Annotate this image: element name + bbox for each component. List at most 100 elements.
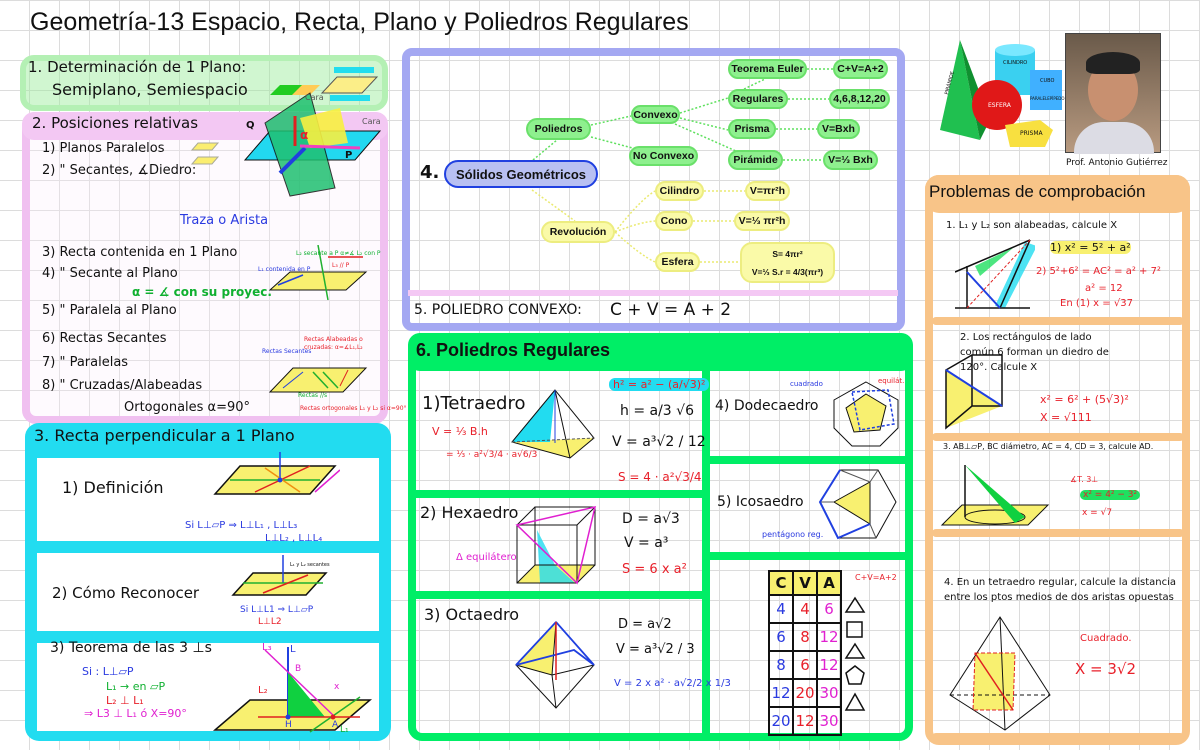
tetra-volume-def: V = ⅓ B.h <box>432 425 488 438</box>
cell-c: 20 <box>768 706 794 736</box>
mindmap-connectors <box>531 68 833 263</box>
cell-v: 12 <box>792 706 818 736</box>
pentagon-icon <box>845 665 865 685</box>
node-cilindro: Cilindro <box>655 181 704 201</box>
node-regulares-values: 4,6,8,12,20 <box>829 89 890 109</box>
section-2-heading: 2. Posiciones relativas <box>32 114 199 132</box>
node-euler-formula: C+V=A+2 <box>833 59 888 79</box>
node-piramide: Pirámide <box>728 150 783 170</box>
triangle-icon <box>844 692 866 711</box>
euler-note: C+V=A+2 <box>855 573 897 582</box>
header-vertices: V <box>792 570 818 596</box>
section-determinacion-plano <box>20 55 388 111</box>
cell-a: 30 <box>816 678 842 708</box>
hexa-volume: V = a³ <box>624 535 669 551</box>
node-piramide-formula: V=⅓ Bxh <box>823 150 878 170</box>
item-rectas-paralelas: 7) " Paralelas <box>42 355 129 370</box>
semiplano-diagram <box>270 67 379 101</box>
teorema-L2-label: L₂ <box>258 685 268 696</box>
node-cono: Cono <box>655 211 693 231</box>
problem-3-eq: x² = 4² − 3² <box>1080 490 1141 500</box>
definicion-label: 1) Definición <box>62 478 164 497</box>
teorema-line-4: ⇒ L3 ⊥ L₁ ó X=90° <box>84 707 187 720</box>
secantes-note: L₁ y L₂ secantes <box>290 562 330 568</box>
presenter-caption: Prof. Antonio Gutiérrez <box>1066 158 1168 168</box>
triangle-icon <box>844 596 866 613</box>
poliedro-convexo-formula: C + V = A + 2 <box>610 300 732 320</box>
hexaedro-diagram <box>515 505 597 585</box>
cell-c: 4 <box>768 594 794 624</box>
page-title: Geometría-13 Espacio, Recta, Plano y Pol… <box>30 8 689 36</box>
teorema-L-label: L <box>290 644 296 655</box>
teorema-B-label: B <box>295 664 302 674</box>
cell-c: 6 <box>768 622 794 652</box>
teorema-line-2: L₁ → en ▱P <box>106 680 166 693</box>
solids-illustration <box>940 40 1062 147</box>
esfera-area-formula: S= 4πr² <box>772 248 803 259</box>
definicion-diagram <box>213 452 340 495</box>
teorema-H-label: H <box>285 720 292 730</box>
plane-p-label: P <box>345 150 353 161</box>
tetra-surface: S = 4 · a²√3/4 <box>618 470 702 484</box>
equilatero-note: Δ equilátero <box>456 552 517 563</box>
l2-secante-label: L₂ secante a P α≠∡ L₂ con P <box>296 250 381 257</box>
teorema-x-label: x <box>334 682 340 692</box>
problem-1-eq-1: 1) x² = 5² + a² <box>1050 241 1131 254</box>
node-revolucion: Revolución <box>541 221 615 243</box>
dodecaedro-label: 4) Dodecaedro <box>715 398 819 414</box>
node-prisma-formula: V=Bxh <box>817 119 860 139</box>
section-recta-perpendicular <box>25 423 391 741</box>
hexa-surface: S = 6 x a² <box>622 562 687 577</box>
divider <box>932 529 1184 537</box>
tetra-height: h = a/3 √6 <box>620 403 694 419</box>
problem-1-eq-3: a² = 12 <box>1085 283 1123 294</box>
divider <box>705 456 910 464</box>
parallel-planes-icon <box>190 142 220 165</box>
octaedro-diagram <box>515 621 595 709</box>
node-solidos-geometricos: Sólidos Geométricos <box>444 160 598 188</box>
pentagono-note: pentágono reg. <box>762 530 824 539</box>
divider <box>705 552 910 560</box>
divider <box>932 317 1184 325</box>
divider <box>412 490 702 498</box>
problem-2-diagram <box>945 354 1003 430</box>
problem-1-answer: En (1) x = √37 <box>1060 298 1133 309</box>
section-1-subtitle: Semiplano, Semiespacio <box>52 80 248 99</box>
problemas-band <box>925 175 1190 213</box>
node-esfera: Esfera <box>655 252 700 272</box>
cell-a: 12 <box>816 650 842 680</box>
problem-3-diagram <box>940 465 1050 526</box>
problem-1-eq-2: 2) 5²+6² = AC² = a² + 7² <box>1036 266 1161 277</box>
diedro-diagram <box>243 92 382 197</box>
divider <box>412 591 702 599</box>
cell-v: 20 <box>792 678 818 708</box>
cell-c: 12 <box>768 678 794 708</box>
section-1-heading: 1. Determinación de 1 Plano: <box>28 58 247 76</box>
item-planos-paralelos: 1) Planos Paralelos <box>42 141 165 156</box>
problem-1-diagram <box>955 239 1035 309</box>
problem-4-text: 4. En un tetraedro regular, calcule la d… <box>944 577 1176 603</box>
poliedro-convexo-label: 5. POLIEDRO CONVEXO: <box>414 302 582 318</box>
rectas-diagram <box>268 367 368 393</box>
l1-contenida-label: L₁ contenida en P <box>258 266 311 273</box>
traza-arista-label: Traza o Arista <box>180 213 269 228</box>
solid-label-prisma: PRISMA <box>1020 130 1043 137</box>
node-esfera-formulas: S= 4πr² V=⅓ S.r = 4/3(πr³) <box>740 242 835 283</box>
hexaedro-label: 2) Hexaedro <box>420 503 519 522</box>
node-convexo: Convexo <box>631 105 680 124</box>
solid-label-esfera: ESFERA <box>988 102 1011 109</box>
problem-2-eq: x² = 6² + (5√3)² <box>1040 393 1129 406</box>
problem-2-answer: X = √111 <box>1040 411 1092 424</box>
reconocer-diagram <box>231 555 328 596</box>
como-reconocer-label: 2) Cómo Reconocer <box>52 584 200 602</box>
node-cilindro-formula: V=πr²h <box>745 181 790 201</box>
tetra-volume-expand: = ⅓ · a²√3/4 · a√6/3 <box>446 450 538 460</box>
section-solidos-geometricos <box>402 48 905 331</box>
cara-label-1: Cara <box>305 93 324 102</box>
divider <box>932 733 1184 741</box>
esfera-volume-formula: V=⅓ S.r = 4/3(πr³) <box>751 266 824 277</box>
octaedro-label: 3) Octaedro <box>424 605 519 624</box>
